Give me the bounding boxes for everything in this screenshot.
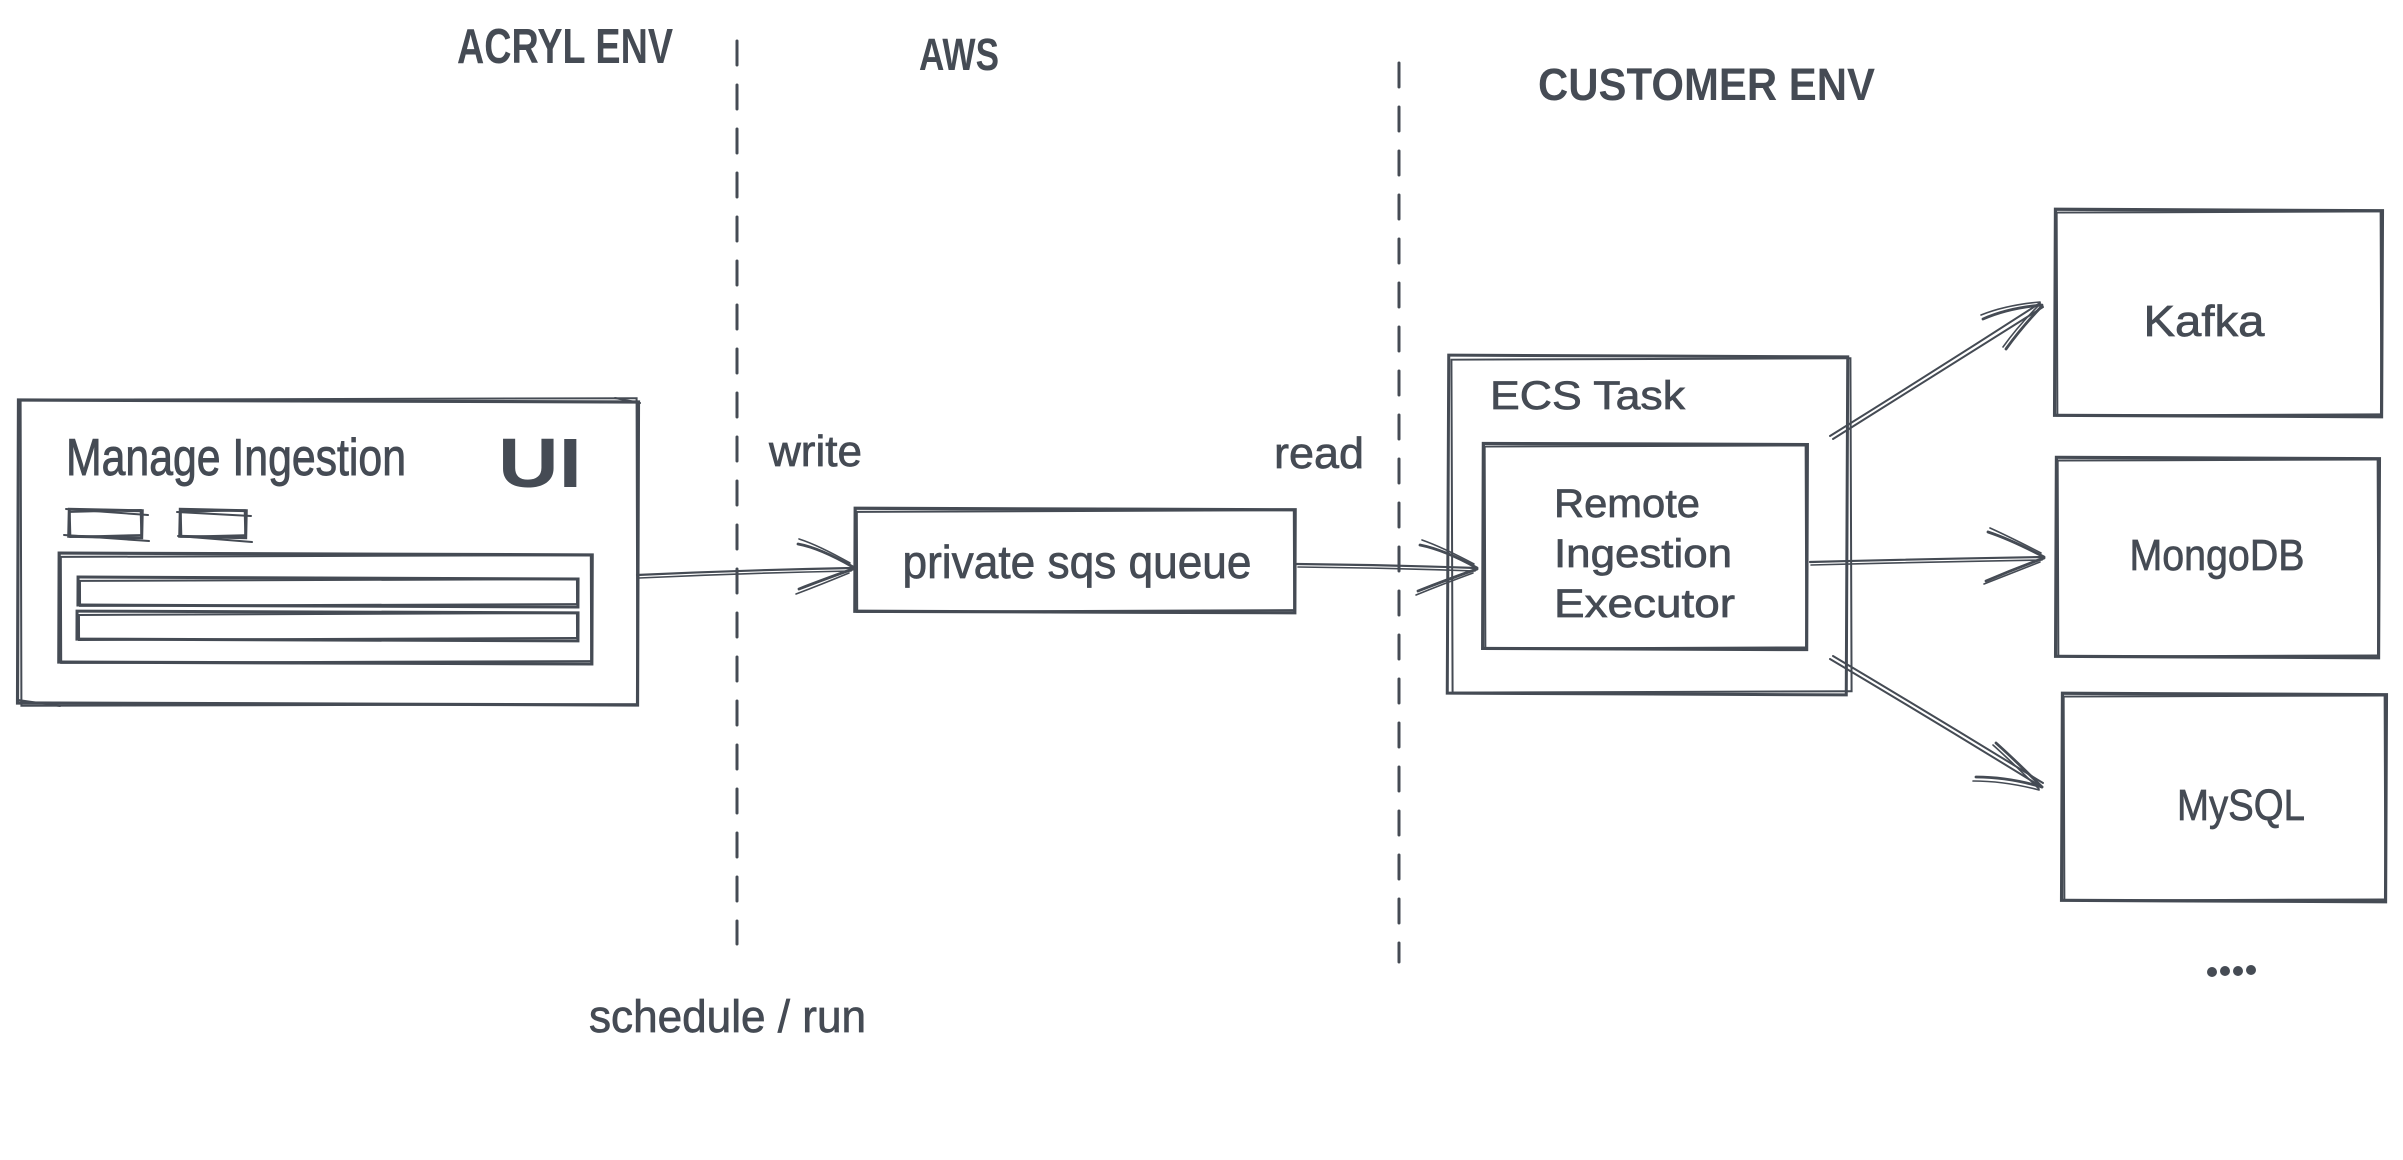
svg-text:Kafka: Kafka	[2144, 297, 2266, 346]
svg-text:Ingestion: Ingestion	[1554, 532, 1732, 576]
svg-text:ACRYL ENV: ACRYL ENV	[457, 20, 673, 74]
svg-text:MySQL: MySQL	[2177, 781, 2305, 830]
svg-text:CUSTOMER ENV: CUSTOMER ENV	[1538, 59, 1875, 110]
svg-text:read: read	[1274, 429, 1364, 478]
svg-text:Remote: Remote	[1554, 482, 1700, 526]
svg-text:Manage Ingestion: Manage Ingestion	[66, 429, 406, 487]
svg-text:Executor: Executor	[1554, 582, 1735, 626]
svg-text:schedule / run: schedule / run	[589, 991, 866, 1042]
svg-text:ECS Task: ECS Task	[1490, 374, 1686, 418]
svg-text:UI: UI	[498, 424, 582, 502]
svg-text:AWS: AWS	[919, 29, 999, 80]
svg-text:write: write	[768, 427, 862, 476]
svg-text:MongoDB: MongoDB	[2130, 531, 2305, 580]
svg-text:private sqs queue: private sqs queue	[903, 536, 1252, 588]
